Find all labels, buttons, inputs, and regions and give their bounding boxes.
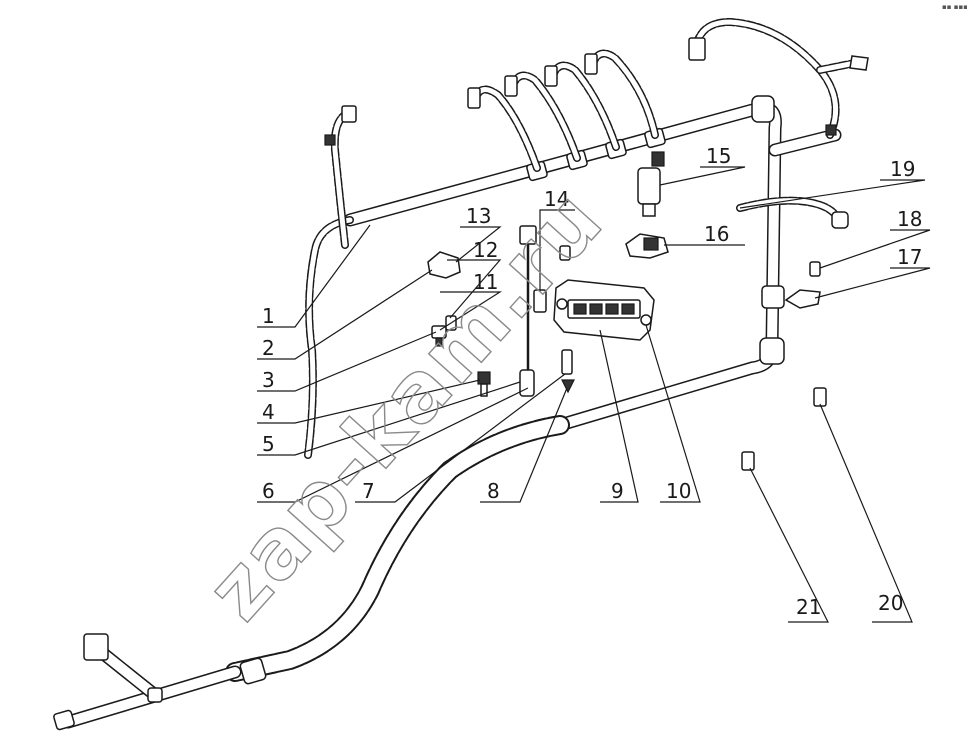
callout-9: 9 [611,479,624,503]
callout-21: 21 [796,595,821,619]
leader-lines [257,166,931,623]
callout-1: 1 [262,304,275,328]
sensor-14 [519,225,537,245]
bracket-16 [559,233,669,261]
components [83,37,869,661]
connector-bottom-left [83,633,109,661]
bolt-20 [813,387,827,407]
mount-hole-10a [556,298,568,310]
wire-branches [304,18,864,459]
callout-7: 7 [362,479,375,503]
callout-labels: 1 2 3 4 5 6 7 8 9 10 11 12 13 14 15 16 1… [262,144,922,619]
clip-17 [784,289,821,309]
bracket-2 [427,251,461,279]
sensor-6 [519,369,535,397]
callout-5: 5 [262,432,275,456]
callout-20: 20 [878,591,903,615]
callout-11: 11 [473,270,498,294]
callout-15: 15 [706,144,731,168]
callout-14: 14 [544,187,569,211]
sensor-19 [831,211,849,229]
callout-19: 19 [890,157,915,181]
plug-top-right [849,55,869,71]
callout-12: 12 [473,238,498,262]
callout-2: 2 [262,336,275,360]
callout-13: 13 [466,204,491,228]
callout-6: 6 [262,479,275,503]
corner-mark: ▪▪ ▪▪▪ [942,3,967,11]
bolt-18 [809,261,821,277]
connector-top-right [688,37,706,61]
callout-18: 18 [897,207,922,231]
watermark: zap-kam.ru [189,173,622,639]
bolt-21 [741,451,755,471]
callout-16: 16 [704,222,729,246]
sensor-15 [637,151,665,217]
mount-hole-10b [640,314,652,326]
callout-8: 8 [487,479,500,503]
callout-17: 17 [897,245,922,269]
callout-3: 3 [262,368,275,392]
connector-top-left [341,105,357,123]
clip-8 [561,379,575,394]
screw-7 [561,349,573,375]
control-module-9 [553,279,655,341]
callout-4: 4 [262,400,275,424]
clip-top-left [324,134,336,146]
callout-10: 10 [666,479,691,503]
main-harness [53,95,842,731]
